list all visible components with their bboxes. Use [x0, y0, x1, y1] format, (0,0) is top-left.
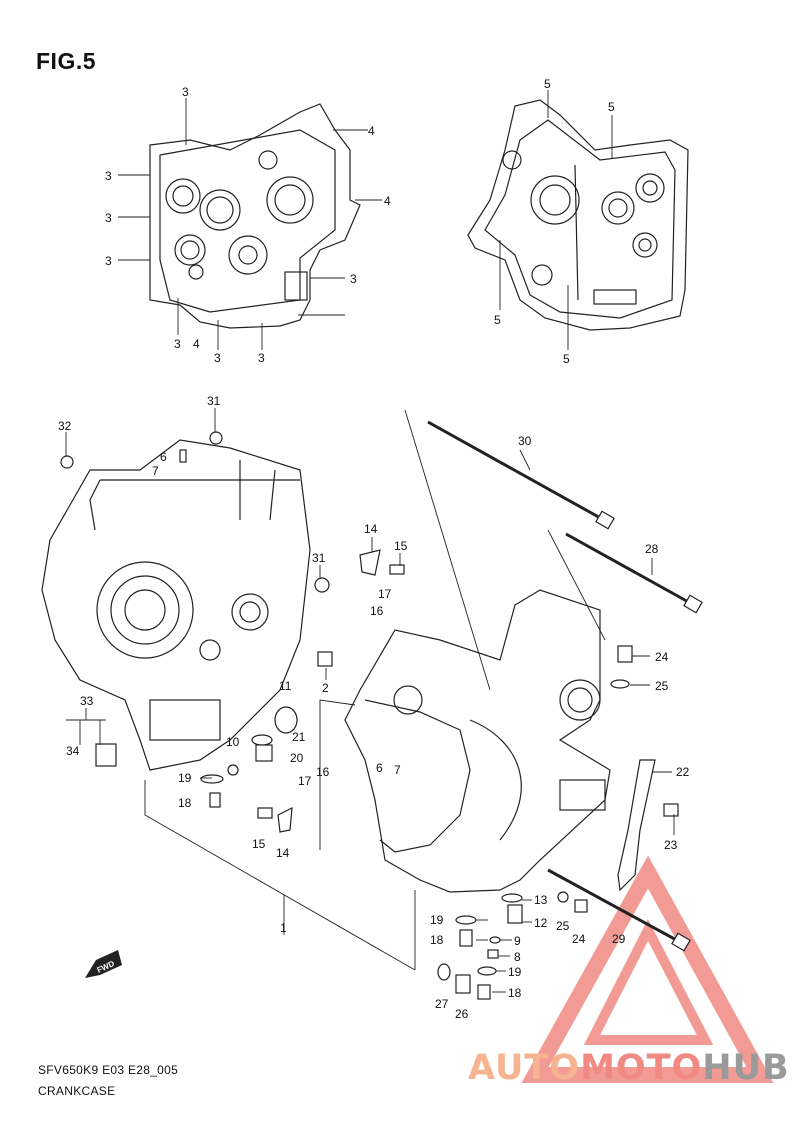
crankcase-left-half-drawing [41, 439, 311, 771]
callout: 22 [676, 765, 690, 779]
callout: 10 [226, 735, 240, 749]
callout: 5 [608, 100, 615, 114]
callout: 32 [58, 419, 72, 433]
callout: 2 [322, 681, 329, 695]
callout: 16 [370, 604, 384, 618]
callout: 19 [178, 771, 192, 785]
callout: 24 [572, 932, 586, 946]
callout: 18 [430, 933, 444, 947]
callout: 24 [655, 650, 669, 664]
crankcase-right-half-drawing [344, 589, 611, 893]
model-code: SFV650K9 E03 E28_005 [38, 1063, 179, 1077]
callout: 31 [207, 394, 221, 408]
callout: 14 [364, 522, 378, 536]
callout: 19 [430, 913, 444, 927]
callout: 9 [514, 934, 521, 948]
callout: 28 [645, 542, 659, 556]
callout: 7 [152, 464, 159, 478]
callout: 5 [563, 352, 570, 366]
forward-direction-arrow-icon: FWD [85, 950, 122, 978]
callout: 26 [455, 1007, 469, 1021]
callout: 23 [664, 838, 678, 852]
callout: 18 [508, 986, 522, 1000]
long-bolt-29 [547, 868, 691, 952]
small-parts [60, 431, 679, 1000]
figure-title: FIG.5 [36, 48, 97, 74]
callout: 3 [105, 211, 112, 225]
callout: 3 [174, 337, 181, 351]
long-bolt-30 [427, 420, 615, 530]
callout: 16 [316, 765, 330, 779]
callout: 27 [435, 997, 449, 1011]
section-name: CRANKCASE [38, 1084, 116, 1098]
callout: 12 [534, 916, 548, 930]
callout: 31 [312, 551, 326, 565]
callout: 1 [280, 921, 287, 935]
watermark-moto: MOTO [580, 1048, 703, 1088]
watermark-text: AUTOMOTOHUB [468, 1048, 790, 1088]
callout: 14 [276, 846, 290, 860]
callout: 17 [298, 774, 312, 788]
callout: 25 [655, 679, 669, 693]
callout: 8 [514, 950, 521, 964]
callout: 3 [182, 85, 189, 99]
long-bolt-28 [565, 532, 703, 614]
callout: 30 [518, 434, 532, 448]
callout: 33 [80, 694, 94, 708]
callout: 18 [178, 796, 192, 810]
callout: 11 [279, 679, 292, 693]
crankcase-right-view-drawing [467, 99, 689, 331]
watermark-auto: AUTO [468, 1048, 581, 1088]
callout: 4 [368, 124, 375, 138]
crankcase-left-view-drawing [149, 103, 361, 329]
callout: 3 [258, 351, 265, 365]
callout: 5 [544, 77, 551, 91]
callout: 17 [378, 587, 392, 601]
callout: 3 [214, 351, 221, 365]
callout: 29 [612, 932, 626, 946]
watermark-hub: HUB [702, 1048, 790, 1088]
callout: 25 [556, 919, 570, 933]
callout: 5 [494, 313, 501, 327]
callout: 3 [105, 254, 112, 268]
callout: 19 [508, 965, 522, 979]
callout: 21 [292, 730, 306, 744]
callout: 13 [534, 893, 548, 907]
callout: 3 [350, 272, 357, 286]
callout: 6 [160, 450, 167, 464]
callout-numbers: 3 4 3 3 3 3 4 3 3 4 3 5 5 5 5 32 31 6 7 … [58, 77, 690, 1021]
callout: 4 [193, 337, 200, 351]
callout: 4 [384, 194, 391, 208]
watermark-triangle-icon [521, 855, 774, 1083]
leader-lines [65, 90, 675, 993]
callout: 7 [394, 763, 401, 777]
callout: 15 [252, 837, 266, 851]
callout: 34 [66, 744, 80, 758]
callout: 6 [376, 761, 383, 775]
callout: 15 [394, 539, 408, 553]
callout: 20 [290, 751, 304, 765]
callout: 3 [105, 169, 112, 183]
